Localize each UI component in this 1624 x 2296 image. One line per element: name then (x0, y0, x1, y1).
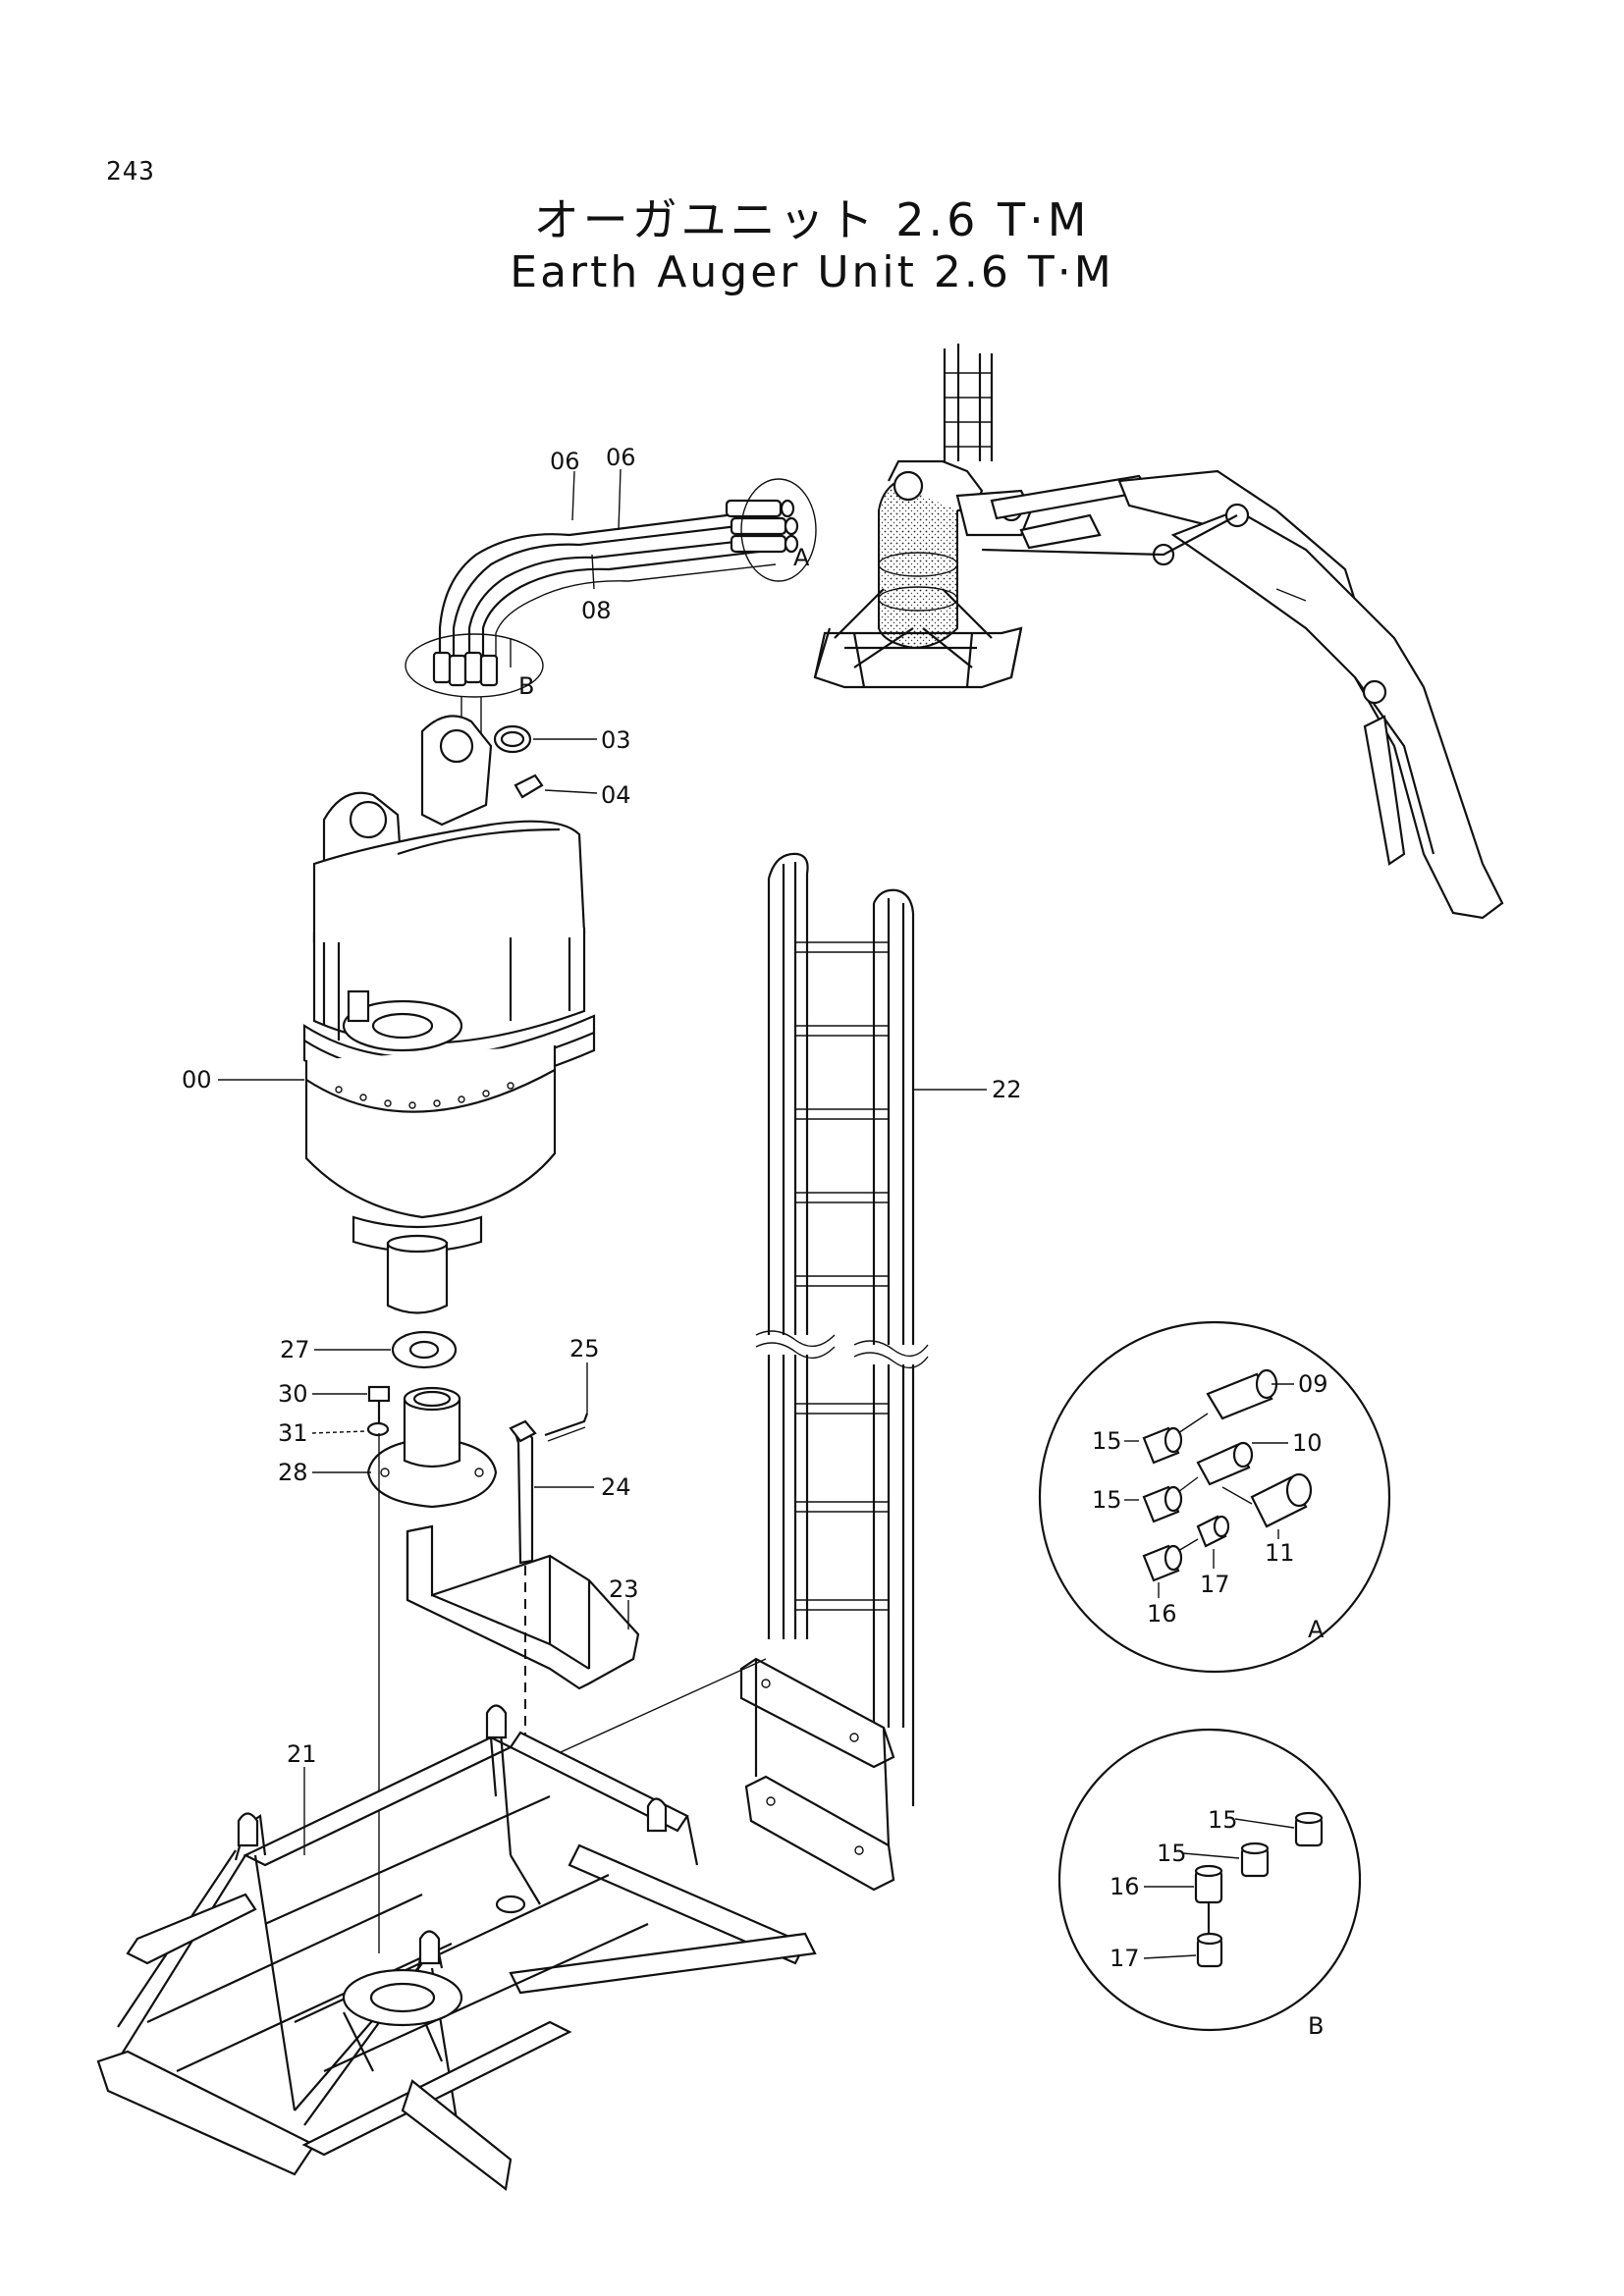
callout-06-left: 06 (550, 448, 580, 475)
callout-11: 11 (1265, 1539, 1295, 1567)
page-number: 243 (106, 157, 155, 187)
callout-00: 00 (182, 1066, 212, 1094)
callout-08: 08 (581, 597, 612, 624)
detail-a-marker-top: A (793, 544, 810, 571)
callout-15-a-lower: 15 (1092, 1486, 1122, 1514)
leader-lines (218, 468, 1295, 1959)
ladder-assembly (549, 852, 929, 1892)
flange-bolts (335, 1082, 514, 1109)
callout-28: 28 (278, 1459, 308, 1486)
callout-31: 31 (278, 1419, 308, 1447)
detail-b-fittings (1057, 1728, 1362, 2032)
callout-25: 25 (569, 1335, 600, 1362)
callout-23: 23 (609, 1575, 639, 1603)
callout-17-b: 17 (1110, 1945, 1140, 1972)
callout-16-b: 16 (1110, 1873, 1140, 1900)
callout-22: 22 (992, 1076, 1022, 1103)
callout-labels: 06 06 08 A B 03 04 00 22 27 25 30 31 28 … (182, 444, 1328, 2040)
callout-10: 10 (1292, 1429, 1323, 1457)
callout-16-a: 16 (1147, 1600, 1177, 1628)
callout-15-a-upper: 15 (1092, 1427, 1122, 1455)
hydraulic-hoses (405, 478, 817, 756)
callout-03: 03 (601, 726, 631, 754)
callout-09: 09 (1298, 1370, 1328, 1398)
callout-04: 04 (601, 781, 631, 809)
auger-stand-frame (96, 1704, 817, 2191)
detail-a-fittings (1038, 1320, 1391, 1674)
callout-27: 27 (280, 1336, 310, 1363)
title-japanese: オーガユニット 2.6 T·M (533, 193, 1091, 246)
callout-21: 21 (287, 1740, 317, 1768)
detail-b-marker-top: B (518, 672, 534, 700)
pin-and-holder-parts (406, 1413, 640, 1747)
callout-15-b-lower: 15 (1157, 1840, 1187, 1867)
auger-drive-unit (302, 715, 596, 1314)
callout-30: 30 (278, 1380, 308, 1408)
detail-b-marker: B (1308, 2012, 1324, 2040)
detail-a-marker: A (1308, 1616, 1325, 1643)
callout-06-right: 06 (606, 444, 636, 471)
auger-adapter-parts (366, 1330, 498, 1953)
callout-15-b-upper: 15 (1208, 1806, 1238, 1834)
callout-24: 24 (601, 1473, 631, 1501)
title-english: Earth Auger Unit 2.6 T·M (510, 247, 1114, 297)
excavator-overview-illustration (813, 344, 1504, 920)
callout-17-a: 17 (1200, 1571, 1230, 1598)
